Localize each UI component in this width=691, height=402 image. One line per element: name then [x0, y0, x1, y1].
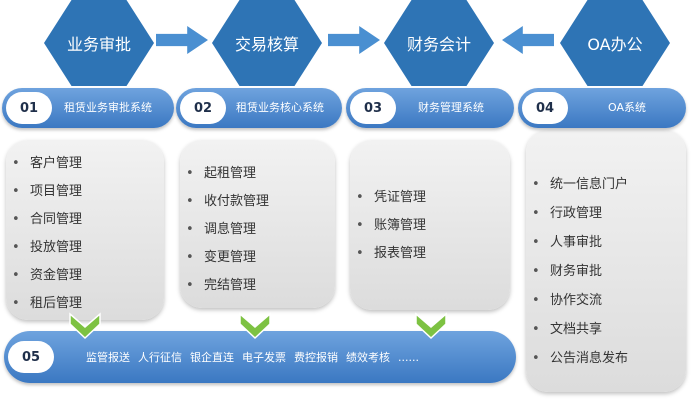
- integration-items: 监管报送 人行征信 银企直连 电子发票 费控报销 绩效考核 ......: [86, 331, 419, 383]
- step-number: 01: [6, 92, 52, 124]
- integration-bar-05: 05 监管报送 人行征信 银企直连 电子发票 费控报销 绩效考核 ......: [4, 331, 516, 383]
- list-item: 报表管理: [350, 240, 510, 268]
- step-number: 02: [180, 92, 226, 124]
- system-header-02: 02 租赁业务核心系统: [176, 88, 342, 128]
- hex-financial-accounting: 财务会计: [384, 0, 494, 86]
- hex-transaction-accounting: 交易核算: [212, 0, 322, 86]
- list-item: 资金管理: [6, 262, 164, 290]
- integration-item: 监管报送: [86, 351, 130, 364]
- list-item: 协作交流: [526, 286, 686, 315]
- hex-label: OA办公: [587, 35, 643, 54]
- hex-business-approval: 业务审批: [44, 0, 154, 86]
- list-item: 完结管理: [180, 272, 335, 300]
- integration-item: 人行征信: [138, 351, 182, 364]
- hex-label: 财务会计: [406, 35, 471, 54]
- list-item: 公告消息发布: [526, 344, 686, 373]
- hex-label: 交易核算: [234, 35, 299, 54]
- system-card-03: 凭证管理 账簿管理 报表管理: [350, 140, 510, 310]
- list-item: 统一信息门户: [526, 170, 686, 199]
- integration-item: 银企直连: [190, 351, 234, 364]
- integration-item: 电子发票: [242, 351, 286, 364]
- check-chevron-icon: [69, 312, 101, 340]
- step-number: 04: [522, 92, 568, 124]
- list-item: 人事审批: [526, 228, 686, 257]
- system-header-04: 04 OA系统: [518, 88, 686, 128]
- list-item: 账簿管理: [350, 212, 510, 240]
- system-card-02: 起租管理 收付款管理 调息管理 变更管理 完结管理: [180, 140, 335, 308]
- list-item: 调息管理: [180, 216, 335, 244]
- list-item: 凭证管理: [350, 184, 510, 212]
- step-number: 05: [8, 341, 54, 373]
- list-item: 投放管理: [6, 234, 164, 262]
- system-name: OA系统: [608, 101, 646, 114]
- check-chevron-icon: [415, 312, 447, 340]
- list-item: 合同管理: [6, 206, 164, 234]
- system-header-03: 03 财务管理系统: [346, 88, 514, 128]
- list-item: 文档共享: [526, 315, 686, 344]
- integration-item: ......: [398, 350, 419, 364]
- system-header-01: 01 租赁业务审批系统: [2, 88, 174, 128]
- system-name: 财务管理系统: [418, 101, 484, 114]
- check-chevron-icon: [239, 312, 271, 340]
- hex-label: 业务审批: [66, 35, 131, 54]
- system-name: 租赁业务核心系统: [236, 101, 324, 114]
- system-card-04: 统一信息门户 行政管理 人事审批 财务审批 协作交流 文档共享 公告消息发布: [526, 130, 686, 392]
- system-card-01: 客户管理 项目管理 合同管理 投放管理 资金管理 租后管理: [6, 140, 164, 320]
- list-item: 起租管理: [180, 160, 335, 188]
- list-item: 租后管理: [6, 290, 164, 318]
- arrow-right-icon: [328, 26, 380, 54]
- arrow-left-icon: [502, 26, 554, 54]
- list-item: 行政管理: [526, 199, 686, 228]
- list-item: 收付款管理: [180, 188, 335, 216]
- list-item: 变更管理: [180, 244, 335, 272]
- arrow-right-icon: [156, 26, 208, 54]
- step-number: 03: [350, 92, 396, 124]
- list-item: 客户管理: [6, 150, 164, 178]
- list-item: 项目管理: [6, 178, 164, 206]
- list-item: 财务审批: [526, 257, 686, 286]
- system-name: 租赁业务审批系统: [64, 101, 152, 114]
- integration-item: 绩效考核: [346, 351, 390, 364]
- hex-oa-office: OA办公: [560, 0, 670, 86]
- integration-item: 费控报销: [294, 351, 338, 364]
